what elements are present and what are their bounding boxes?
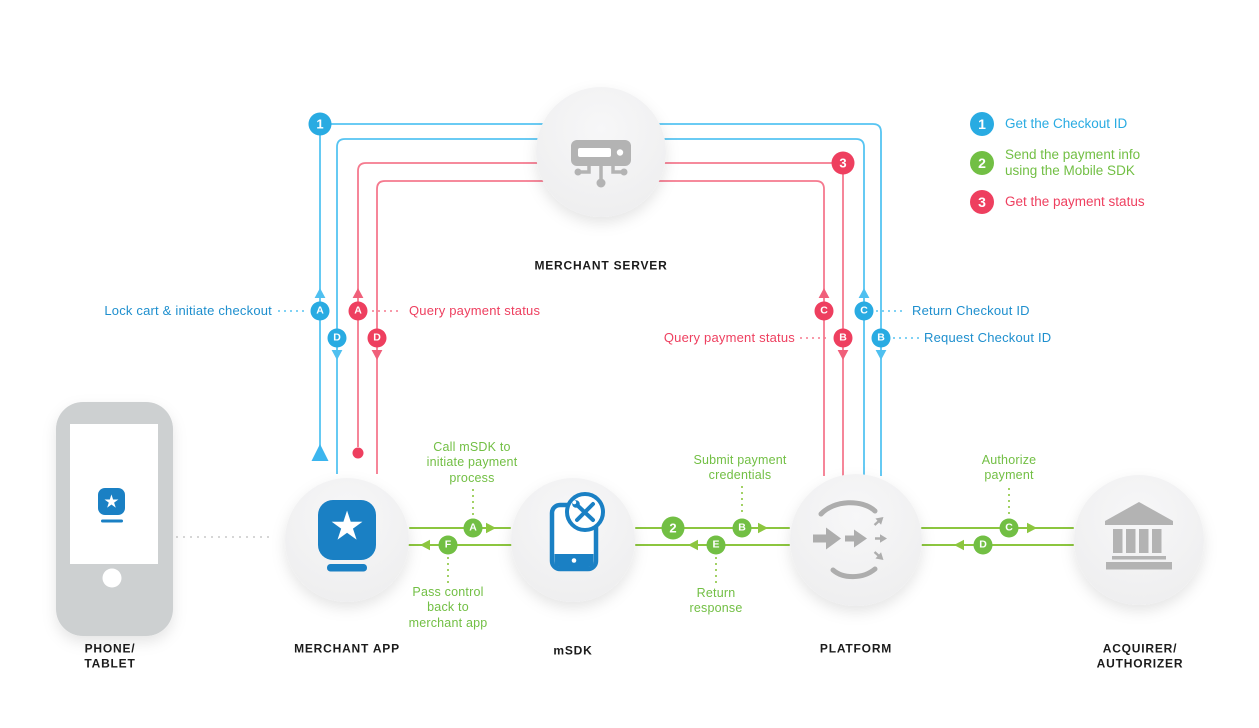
- authorize-payment-label: Authorize payment: [981, 452, 1037, 482]
- payment-arrowheads: [420, 522, 1037, 551]
- status-badge-c: C: [814, 301, 834, 321]
- platform-icon: [813, 500, 887, 580]
- legend-item-1: Get the Checkout ID: [1005, 116, 1128, 132]
- merchant-app-label: MERCHANT APP: [294, 641, 400, 656]
- payment-badge-b: B: [732, 518, 752, 538]
- checkout-badge-b: B: [871, 328, 891, 348]
- lock-cart-label: Lock cart & initiate checkout: [104, 303, 272, 319]
- phone-tablet-icon: [56, 402, 173, 636]
- msdk-label: mSDK: [553, 643, 593, 658]
- phone-app-star-icon: ★: [103, 491, 120, 512]
- legend-item-3: Get the payment status: [1005, 194, 1145, 210]
- phone-home-button: [102, 568, 122, 588]
- query-status-right-label: Query payment status: [663, 330, 795, 346]
- return-checkout-id-label: Return Checkout ID: [912, 303, 1030, 319]
- submit-credentials-label: Submit payment credentials: [693, 452, 787, 482]
- bank-icon: [1105, 502, 1173, 570]
- payment-badge-e: E: [706, 535, 726, 555]
- checkout-badge-c: C: [854, 301, 874, 321]
- payment-badge-f: F: [438, 535, 458, 555]
- checkout-badge-a: A: [310, 301, 330, 321]
- phone-app-icon: [98, 488, 125, 515]
- query-status-left-label: Query payment status: [409, 303, 541, 319]
- legend-badge-3: 3: [970, 190, 994, 214]
- step3-rail-badge: 3: [831, 151, 855, 175]
- return-response-label: Return response: [689, 585, 743, 615]
- call-msdk-label: Call mSDK to initiate payment process: [426, 440, 518, 485]
- msdk-icon: [549, 492, 605, 572]
- checkout-start-triangle: [311, 444, 329, 461]
- platform-label: PLATFORM: [819, 641, 893, 656]
- server-icon: [571, 140, 631, 188]
- phone-tablet-label: PHONE/ TABLET: [84, 641, 136, 670]
- merchant-server-label: MERCHANT SERVER: [534, 258, 668, 273]
- status-badge-d: D: [367, 328, 387, 348]
- payment-badge-d: D: [973, 535, 993, 555]
- legend-badge-2: 2: [970, 151, 994, 175]
- step1-rail-badge: 1: [308, 112, 332, 136]
- status-badge-b: B: [833, 328, 853, 348]
- merchant-app-icon: [318, 500, 376, 572]
- rail-start-markers: [311, 444, 364, 461]
- status-badge-a: A: [348, 301, 368, 321]
- acquirer-label: ACQUIRER/ AUTHORIZER: [1096, 641, 1184, 670]
- step2-rail-badge: 2: [661, 516, 685, 540]
- request-checkout-id-label: Request Checkout ID: [924, 330, 1052, 346]
- checkout-badge-d: D: [327, 328, 347, 348]
- payment-badge-a: A: [463, 518, 483, 538]
- pass-control-label: Pass control back to merchant app: [408, 585, 488, 630]
- status-start-dot: [352, 447, 364, 459]
- legend-item-2: Send the payment info using the Mobile S…: [1005, 147, 1141, 178]
- dotted-connectors: [176, 310, 1010, 584]
- merchant-app-star-icon: ★: [329, 504, 365, 549]
- status-rail-response: [376, 180, 825, 476]
- payment-badge-c: C: [999, 518, 1019, 538]
- rail-arrowheads: [314, 288, 887, 360]
- legend-badge-1: 1: [970, 112, 994, 136]
